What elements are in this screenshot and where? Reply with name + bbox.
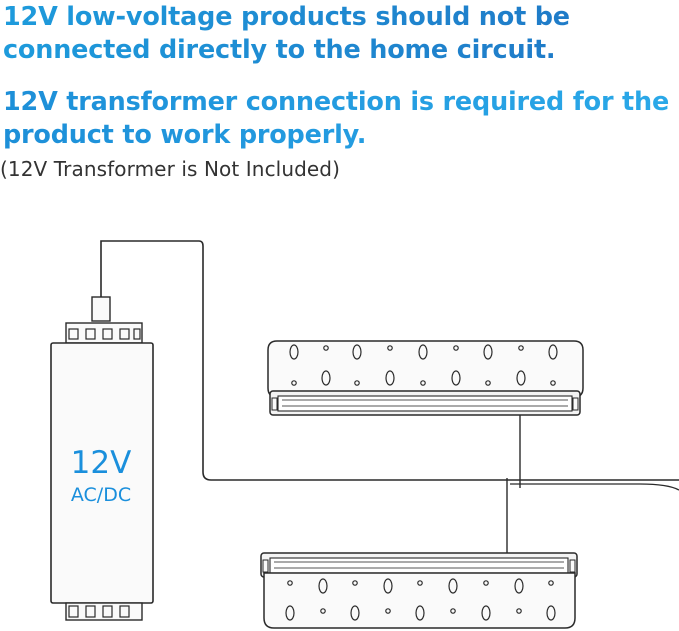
mounting-hole — [453, 345, 459, 351]
mounting-hole — [350, 605, 360, 621]
mounting-hole — [385, 370, 395, 386]
mounting-hole — [448, 578, 458, 594]
transformer-voltage-label: 12V — [71, 445, 132, 481]
transformer-note: (12V Transformer is Not Included) — [0, 157, 340, 181]
transformer: 12V AC/DC — [50, 296, 154, 621]
mounting-hole — [550, 380, 556, 386]
mounting-hole — [514, 578, 524, 594]
requirement-line-1: 12V transformer connection is required f… — [3, 87, 670, 117]
mounting-hole — [352, 580, 358, 586]
mounting-hole — [548, 580, 554, 586]
supply-wire — [100, 240, 679, 481]
mounting-hole — [323, 345, 329, 351]
mounting-hole — [285, 605, 295, 621]
mounting-plate-lower — [263, 572, 576, 629]
mounting-hole — [548, 344, 558, 360]
mounting-hole — [451, 370, 461, 386]
mounting-hole — [291, 380, 297, 386]
mounting-holes-upper — [289, 344, 558, 386]
mounting-hole — [418, 344, 428, 360]
mounting-hole — [387, 345, 393, 351]
mounting-hole — [420, 380, 426, 386]
mounting-hole — [321, 370, 331, 386]
mounting-hole — [516, 608, 522, 614]
mounting-plate-upper — [267, 340, 584, 398]
requirement-headline: 12V transformer connection is required f… — [3, 86, 669, 152]
mounting-hole — [287, 580, 293, 586]
mounting-hole — [318, 578, 328, 594]
warning-line-1: 12V low-voltage products should not be — [3, 2, 570, 32]
requirement-line-2: product to work properly. — [3, 120, 367, 150]
mounting-hole — [546, 605, 556, 621]
warning-line-2: connected directly to the home circuit. — [3, 35, 556, 65]
mounting-hole — [481, 605, 491, 621]
mounting-hole — [483, 344, 493, 360]
led-light-upper — [267, 340, 584, 416]
transformer-type-label: AC/DC — [71, 484, 131, 506]
mounting-hole — [450, 608, 456, 614]
mounting-hole — [415, 605, 425, 621]
mounting-hole — [320, 608, 326, 614]
mounting-hole — [354, 380, 360, 386]
led-light-lower — [260, 552, 578, 629]
mounting-hole — [485, 380, 491, 386]
warning-headline: 12V low-voltage products should not be c… — [3, 1, 570, 67]
mounting-hole — [383, 578, 393, 594]
mounting-hole — [385, 608, 391, 614]
supply-wire-return — [510, 483, 679, 491]
mounting-holes-lower — [285, 578, 556, 621]
mounting-hole — [289, 344, 299, 360]
mounting-hole — [352, 344, 362, 360]
mounting-hole — [417, 580, 423, 586]
mounting-hole — [516, 370, 526, 386]
mounting-hole — [483, 580, 489, 586]
mounting-hole — [518, 345, 524, 351]
